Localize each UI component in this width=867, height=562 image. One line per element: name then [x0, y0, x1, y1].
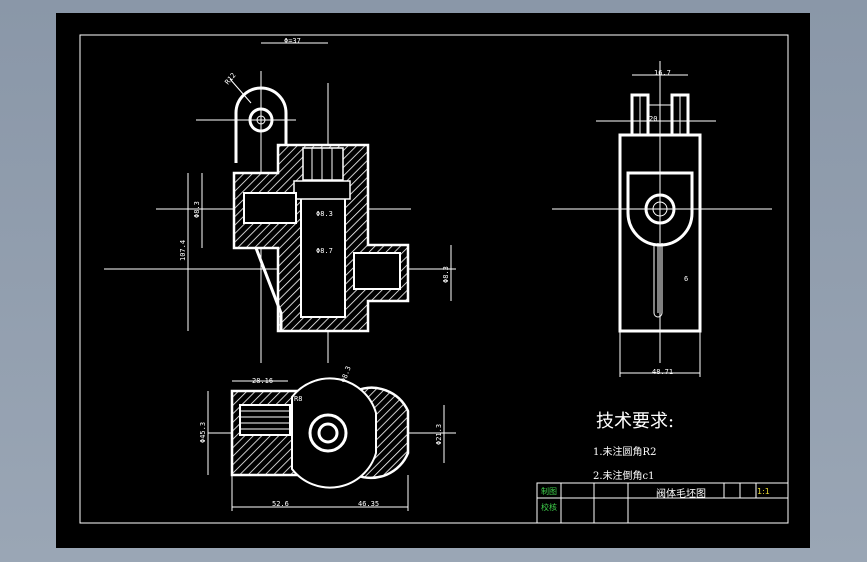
dim-front-bore-2: Φ8.7: [316, 247, 333, 255]
title-block-drawn: 制图: [541, 486, 557, 496]
title-block: 制图 校核 阀体毛坯图 1:1: [536, 482, 789, 524]
dim-bottom-right-height: Φ21.3: [435, 424, 443, 445]
dim-side-bottom-width: 48.71: [652, 368, 673, 376]
requirements-title: 技术要求:: [596, 411, 674, 432]
technical-requirements: 技术要求: 1.未注圆角R2 2.未注倒角c1: [593, 411, 674, 482]
dim-front-total-height: 107.4: [179, 240, 187, 261]
dim-bottom-radius: R8: [294, 395, 302, 403]
drawing-sheet: Φ=37 R12 Φ8.3 107.4 Φ8.3 Φ8.7 Φ8.3 16.7 …: [56, 13, 810, 548]
dim-side-slot: 20: [649, 115, 657, 123]
requirement-item-1: 1.未注圆角R2: [593, 445, 656, 458]
dim-side-small: 6: [684, 275, 688, 283]
dim-bottom-diameter: Φ8.3: [339, 365, 352, 384]
front-view: Φ=37 R12 Φ8.3 107.4 Φ8.3 Φ8.7 Φ8.3: [104, 37, 456, 363]
dim-bottom-right-width: 46.35: [358, 500, 379, 508]
title-block-checked: 校核: [541, 502, 557, 512]
dim-front-height-left: Φ8.3: [193, 201, 201, 218]
dim-front-top-width: Φ=37: [284, 37, 301, 45]
side-view: 16.7 20 6 48.71: [552, 61, 772, 377]
dim-bottom-top: 28.16: [252, 377, 273, 385]
dim-front-bore-1: Φ8.3: [316, 210, 333, 218]
dim-front-radius: R12: [223, 71, 237, 86]
dim-side-top-width: 16.7: [654, 69, 671, 77]
dim-bottom-left-height: Φ45.3: [199, 422, 207, 443]
sheet-border: [79, 34, 789, 524]
title-block-scale: 1:1: [757, 487, 770, 496]
requirement-item-2: 2.未注倒角c1: [593, 469, 655, 482]
dim-front-right-height: Φ8.3: [442, 266, 450, 283]
cad-drawing: Φ=37 R12 Φ8.3 107.4 Φ8.3 Φ8.7 Φ8.3 16.7 …: [79, 34, 789, 524]
bottom-view: 28.16 R8 Φ8.3 Φ45.3 Φ21.3 52.6 46.35: [199, 365, 456, 511]
title-block-part-name: 阀体毛坯图: [656, 487, 706, 500]
dim-bottom-left-width: 52.6: [272, 500, 289, 508]
